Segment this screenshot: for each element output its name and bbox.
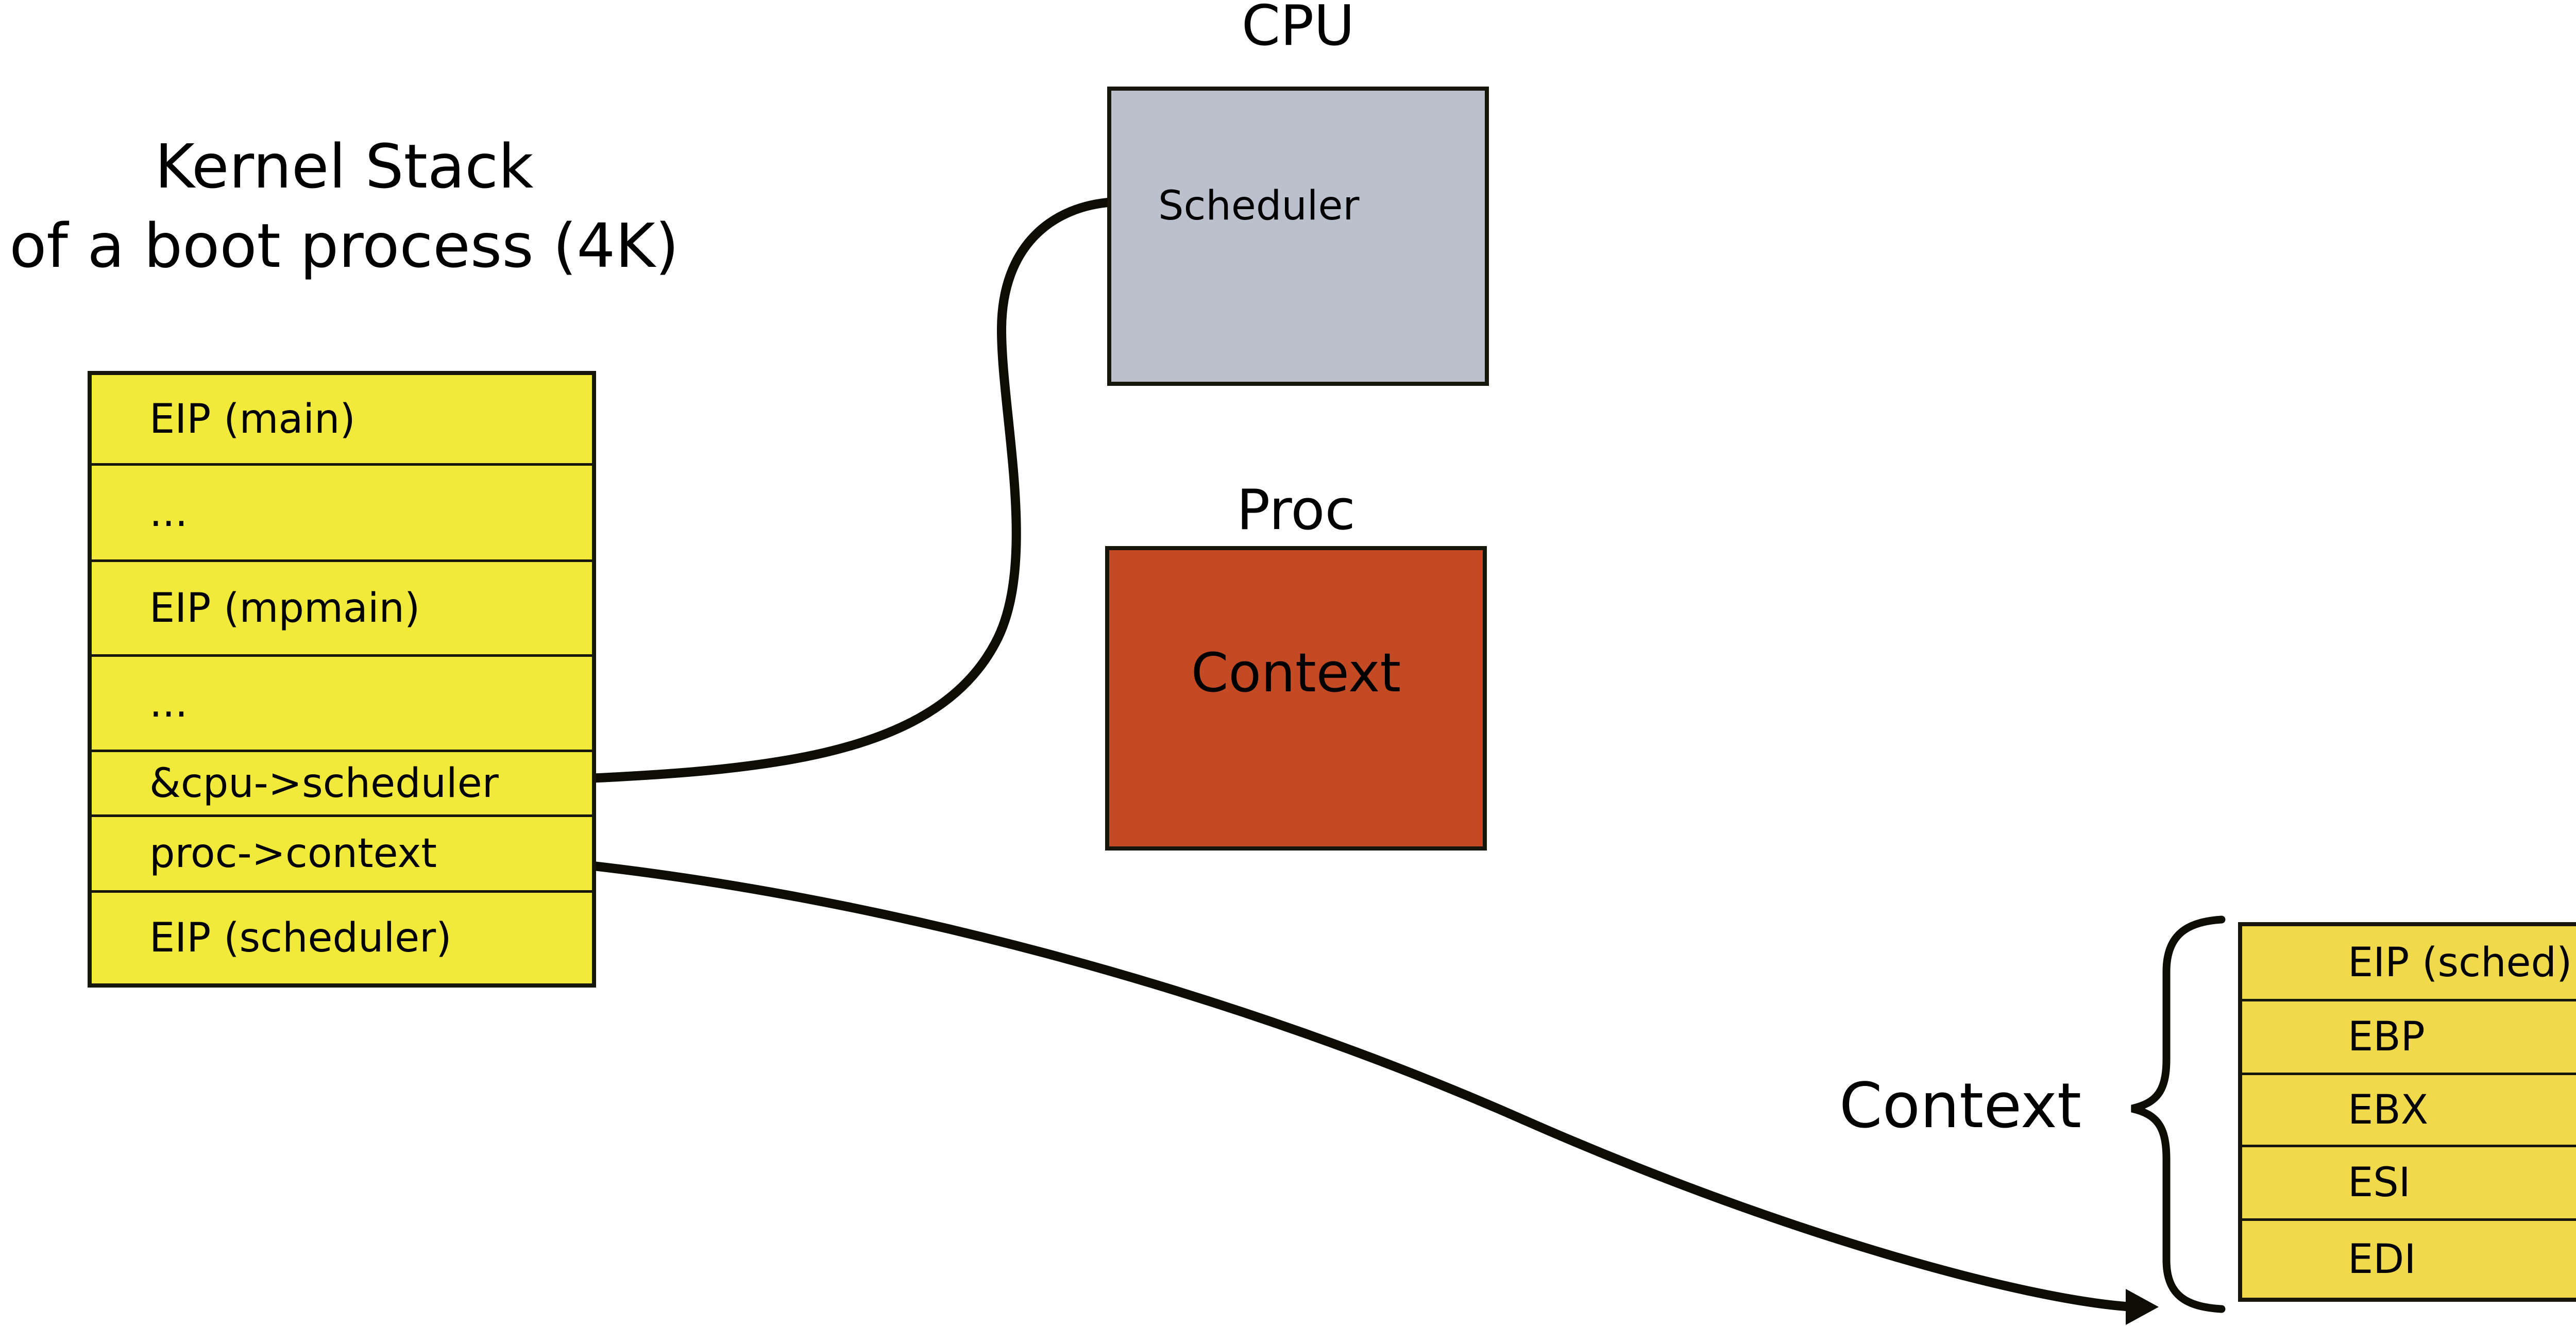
stack-row-proc-context: proc->context bbox=[92, 817, 592, 893]
stack-row-ellipsis-1: ... bbox=[92, 466, 592, 562]
context-row-ebx: EBX bbox=[2242, 1075, 2576, 1147]
scheduler-label: Scheduler bbox=[1158, 183, 1360, 229]
proc-box bbox=[1105, 546, 1487, 851]
stack-row-cpu-scheduler: &cpu->scheduler bbox=[92, 752, 592, 817]
diagram-title: Kernel Stack of a boot process (4K) bbox=[0, 127, 688, 285]
stack-row-eip-main: EIP (main) bbox=[92, 375, 592, 466]
proc-context-label: Context bbox=[1191, 641, 1401, 704]
arrow-cpu-scheduler bbox=[535, 197, 1120, 785]
title-line-1: Kernel Stack bbox=[155, 131, 534, 202]
cpu-caption: CPU bbox=[1241, 0, 1355, 58]
context-row-esi: ESI bbox=[2242, 1147, 2576, 1221]
context-row-eip-sched: EIP (sched) bbox=[2242, 926, 2576, 1001]
proc-caption: Proc bbox=[1236, 478, 1355, 542]
title-line-2: of a boot process (4K) bbox=[9, 210, 679, 281]
cpu-box bbox=[1107, 87, 1489, 386]
context-group-label: Context bbox=[1839, 1070, 2081, 1142]
stack-row-eip-mpmain: EIP (mpmain) bbox=[92, 562, 592, 657]
arrowhead-proc-context-icon bbox=[2126, 1289, 2159, 1325]
context-row-edi: EDI bbox=[2348, 1236, 2416, 1283]
context-brace-icon bbox=[2131, 915, 2226, 1313]
context-row-ebp: EBP bbox=[2242, 1001, 2576, 1075]
kernel-stack-table: EIP (main) ... EIP (mpmain) ... &cpu->sc… bbox=[88, 371, 596, 988]
context-table: EIP (sched) EBP EBX ESI EDI bbox=[2238, 922, 2576, 1302]
stack-row-ellipsis-2: ... bbox=[92, 657, 592, 752]
stack-row-eip-scheduler: EIP (scheduler) bbox=[149, 915, 452, 961]
